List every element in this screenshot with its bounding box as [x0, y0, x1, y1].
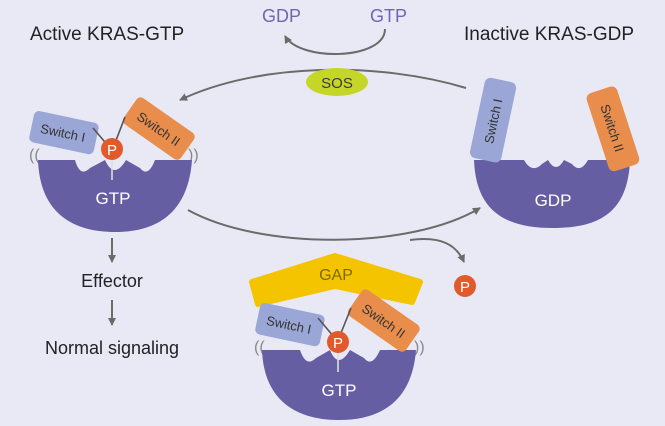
activation-arrow — [179, 68, 467, 101]
svg-text:)): )) — [414, 339, 425, 356]
released-phosphate: P — [454, 275, 476, 297]
sos-label: SOS — [321, 75, 353, 92]
inactive-nucleotide-label: GDP — [535, 191, 572, 210]
gap-bound-phosphate — [327, 331, 349, 353]
gdp-label-top: GDP — [262, 6, 301, 26]
svg-text:((: (( — [29, 147, 40, 164]
inactive-kras-title: Inactive KRAS-GDP — [464, 24, 634, 45]
gtp-label-top: GTP — [370, 6, 407, 26]
gap-bound-phosphate-label: P — [333, 335, 343, 352]
effector-label: Effector — [81, 271, 143, 291]
nucleotide-exchange-arrow — [284, 28, 386, 56]
sos-badge: SOS — [306, 68, 368, 96]
inactive-protein-body — [474, 160, 630, 228]
inactive-kras-protein: Switch I Switch II GDP — [469, 77, 640, 228]
active-nucleotide-label: GTP — [96, 189, 131, 208]
gap-bound-nucleotide-label: GTP — [322, 381, 357, 400]
active-kras-protein: (( )) Switch I Switch II P GTP — [29, 97, 199, 232]
svg-text:((: (( — [254, 339, 265, 356]
active-phosphate-label: P — [107, 142, 117, 159]
svg-text:)): )) — [188, 147, 199, 164]
gap-protein — [249, 253, 423, 307]
active-kras-title: Active KRAS-GTP — [30, 24, 184, 45]
gap-complex: GAP (( )) Switch I Switch II P GTP — [249, 253, 425, 420]
active-phosphate — [101, 138, 123, 160]
gap-label: GAP — [319, 267, 353, 284]
gap-bound-protein-body — [262, 350, 416, 420]
hydrolysis-arrow — [187, 207, 481, 241]
released-phosphate-label: P — [460, 279, 470, 296]
phosphate-release-arrow — [409, 238, 465, 263]
normal-signaling-label: Normal signaling — [45, 338, 179, 358]
active-protein-body — [38, 160, 192, 232]
